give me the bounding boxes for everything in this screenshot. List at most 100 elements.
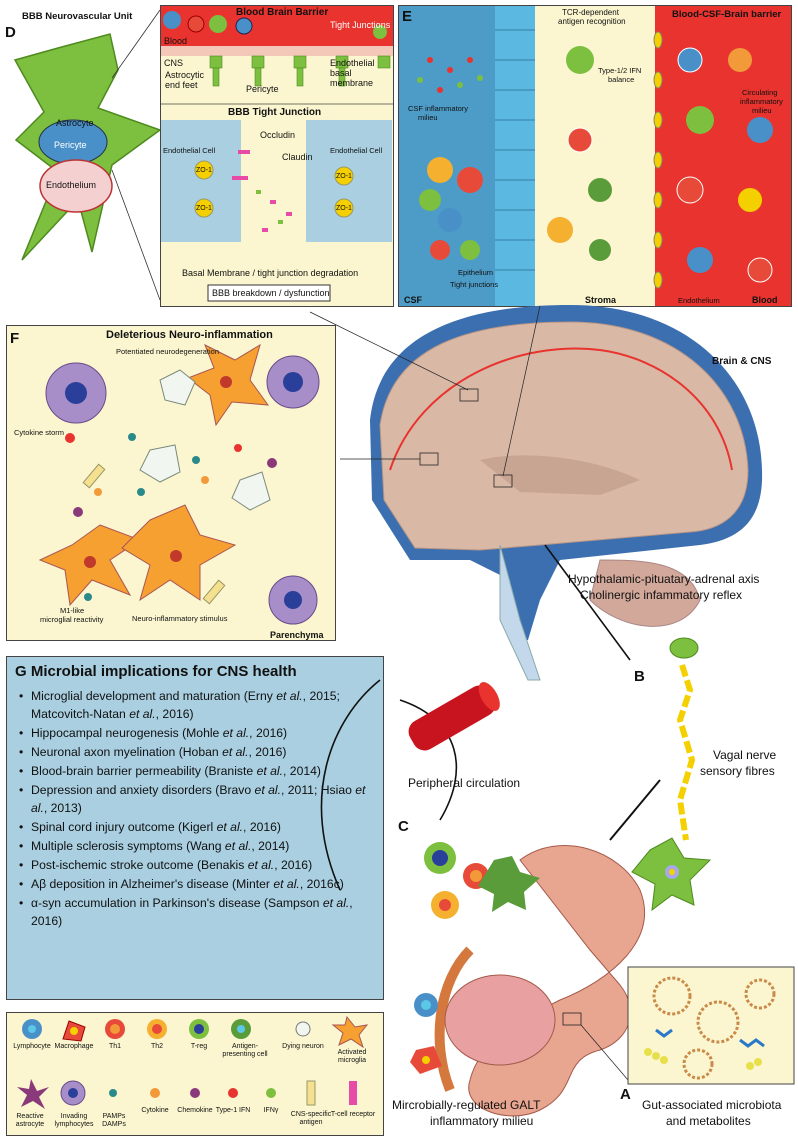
panel-c-letter: C [398, 818, 409, 835]
basal-label: Basal Membrane / tight junction degradat… [182, 268, 359, 278]
stroma-label: Stroma [585, 295, 617, 305]
panel-g: G Microbial implications for CNS health … [6, 656, 384, 1000]
legend-cytokine: Cytokine [141, 1107, 169, 1114]
ifn-label: Type-1/2 IFN [598, 66, 642, 75]
cns-label: CNS [164, 58, 184, 68]
legend-pamps: PAMPs DAMPs [102, 1113, 126, 1128]
endo-membrane-label: Endothelial basal membrane [330, 58, 375, 88]
list-item: Neuronal axon myelination (Hoban et al.,… [19, 743, 377, 761]
tight-label: Tight junctions [450, 280, 499, 289]
endo-cell-left: Endothelial Cell [163, 146, 216, 155]
list-item: α-syn accumulation in Parkinson's diseas… [19, 894, 377, 930]
legend-reactive-astrocyte: Reactive astrocyte [15, 1113, 45, 1128]
legend-box: Lymphocyte Macrophage Th1 Th2 T-reg Anti… [6, 1012, 384, 1136]
panel-g-title: G Microbial implications for CNS health [15, 663, 297, 680]
tcr-label: TCR-dependent [562, 8, 619, 17]
parenchyma-label: Parenchyma [270, 630, 324, 640]
implications-list: Microglial development and maturation (E… [19, 687, 377, 931]
list-item: Multiple sclerosis symptoms (Wang et al.… [19, 837, 377, 855]
csf-milieu-1: CSF inflammatory [408, 104, 469, 113]
hpa-label-2: Cholinergic infammatory reflex [580, 588, 743, 602]
zo1-c: ZO-1 [336, 173, 352, 180]
legend-apc: Antigen-presenting cell [222, 1043, 268, 1058]
legend-th1: Th1 [108, 1043, 122, 1050]
legend-lymphocyte: Lymphocyte [13, 1043, 51, 1050]
panel-a-caption-2: and metabolites [666, 1114, 751, 1128]
zo1-b: ZO-1 [196, 205, 212, 212]
endothelium-e-label: Endothelium [678, 296, 720, 305]
hpa-label-1: Hypothalamic-pituatary-adrenal axis [568, 572, 760, 586]
list-item: Hippocampal neurogenesis (Mohle et al., … [19, 724, 377, 742]
panel-d-title: BBB Neurovascular Unit [22, 11, 133, 22]
legend-cns-antigen: CNS-specific antigen [290, 1111, 332, 1126]
panel-d-letter: D [5, 24, 16, 41]
panel-g-title-text: Microbial implications for CNS health [30, 663, 297, 680]
legend-chemokine: Chemokine [177, 1107, 213, 1114]
panel-f-letter: F [10, 330, 20, 347]
panel-e-letter: E [402, 8, 413, 25]
csf-label: CSF [404, 295, 422, 305]
ifn-label-2: balance [608, 75, 635, 84]
pericyte-label: Pericyte [54, 140, 87, 150]
panel-b-caption-2: sensory fibres [700, 764, 775, 778]
circ-label-3: milieu [752, 106, 772, 115]
blood-label: Blood [164, 36, 188, 46]
panel-b-caption-1: Vagal nerve [713, 748, 777, 762]
claudin-label: Claudin [282, 152, 313, 162]
zo1-d: ZO-1 [336, 205, 352, 212]
legend-tcr: T-cell receptor [330, 1111, 376, 1118]
legend-macrophage: Macrophage [54, 1043, 94, 1050]
astro-feet-label: Astrocytic end feet [165, 70, 205, 90]
csf-milieu-2: milieu [418, 113, 438, 122]
panel-a-caption-1: Gut-associated microbiota [642, 1098, 782, 1112]
zo1-a: ZO-1 [196, 167, 212, 174]
list-item: Depression and anxiety disorders (Bravo … [19, 781, 377, 817]
stimulus-label: Neuro-inflammatory stimulus [132, 614, 228, 623]
circ-label-2: inflammatory [740, 97, 783, 106]
list-item: Microglial development and maturation (E… [19, 687, 377, 723]
panel-e-title: Blood-CSF-Brain barrier [672, 9, 782, 20]
m1-label-1: M1-like [60, 606, 85, 615]
circ-label-1: Circulating [742, 88, 778, 97]
tj-title: BBB Tight Junction [228, 107, 322, 118]
legend-invading: Invading lymphocytes [54, 1113, 94, 1128]
bbb-title: Blood Brain Barrier [236, 7, 329, 18]
brain-label: Brain & CNS [712, 356, 772, 367]
breakdown-label: BBB breakdown / dysfunction [212, 288, 330, 298]
endothelium-label: Endothelium [46, 180, 97, 190]
panel-f-title: Deleterious Neuro-inflammation [106, 329, 273, 341]
occludin-label: Occludin [260, 130, 296, 140]
list-item: Blood-brain barrier permeability (Branis… [19, 762, 377, 780]
legend-ifng: IFNγ [263, 1107, 279, 1114]
legend-activated-microglia: Activated microglia [337, 1049, 367, 1064]
legend-treg: T-reg [190, 1043, 208, 1050]
peripheral-circulation-label: Peripheral circulation [408, 776, 521, 790]
legend-dying-neuron: Dying neuron [282, 1043, 324, 1050]
endothelium-shape [39, 159, 113, 213]
galt-label-2: inflammatory milieu [430, 1114, 534, 1128]
list-item: Post-ischemic stroke outcome (Benakis et… [19, 856, 377, 874]
legend-icons [17, 1015, 369, 1109]
panel-b-letter: B [634, 668, 645, 685]
cytokine-storm-label: Cytokine storm [14, 428, 65, 437]
blood-e-label: Blood [752, 295, 778, 305]
bbb-pericyte-label: Pericyte [246, 84, 279, 94]
endo-cell-right: Endothelial Cell [330, 146, 383, 155]
astrocyte-label: Astrocyte [56, 118, 94, 128]
panel-g-letter: G [15, 663, 27, 680]
legend-th2: Th2 [150, 1043, 164, 1050]
list-item: Spinal cord injury outcome (Kigerl et al… [19, 818, 377, 836]
tcr-label-2: antigen recognition [558, 17, 626, 26]
panel-a-letter: A [620, 1086, 631, 1103]
potentiated-label: Potentiated neurodegeneration [116, 347, 220, 356]
galt-label-1: Mircrobially-regulated GALT [392, 1098, 541, 1112]
legend-type1-ifn: Type-1 IFN [215, 1107, 251, 1114]
m1-label-2: microglial reactivity [40, 615, 104, 624]
list-item: Aβ deposition in Alzheimer's disease (Mi… [19, 875, 377, 893]
